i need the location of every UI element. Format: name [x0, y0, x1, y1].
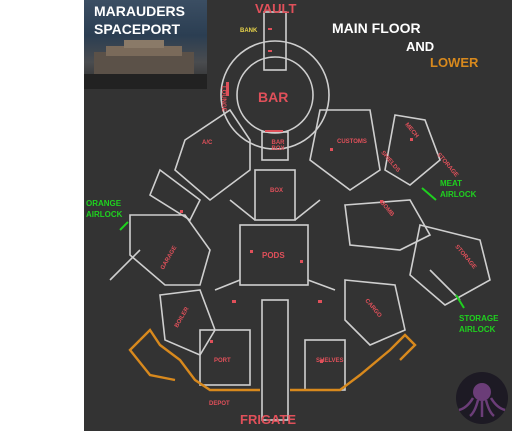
depot-label: DEPOT [209, 401, 230, 407]
frigate-corridor [261, 299, 289, 421]
storage-airlock-label-1: STORAGE [459, 314, 499, 323]
garage-room [129, 214, 211, 286]
vault-label: VAULT [255, 1, 297, 16]
bar-ring-inner [236, 56, 314, 134]
lounge-label: LOUNGE [220, 86, 226, 112]
box-label: BOX [270, 188, 284, 194]
title-line-2: SPACEPORT [94, 21, 181, 37]
floor-plan [109, 11, 508, 424]
shelves-label: SHELVES [316, 358, 344, 364]
legend-lower: LOWER [430, 55, 479, 70]
meat-airlock-label-2: AIRLOCK [440, 190, 477, 199]
lower-floor-route [128, 328, 417, 392]
pods-room [239, 224, 309, 286]
customs-room [309, 109, 381, 191]
orange-airlock-label-1: ORANGE [86, 199, 122, 208]
storage-right-room [409, 224, 491, 306]
airlock-markers [119, 187, 465, 309]
ac-corridor [149, 168, 202, 222]
box-room [254, 169, 296, 221]
legend-main: MAIN FLOOR [332, 20, 421, 36]
mech-room [384, 114, 441, 186]
orange-airlock-label-2: AIRLOCK [86, 210, 123, 219]
port-room [199, 329, 251, 386]
boiler-room [159, 289, 216, 357]
port-label: PORT [214, 358, 231, 364]
title-line-1: MARAUDERS [94, 3, 185, 19]
bank-label: BANK [240, 28, 258, 34]
ac-room [174, 108, 251, 202]
octopus-icon [456, 372, 508, 424]
cargo-room [344, 279, 406, 346]
bar-box-label: BAR BOX [271, 140, 285, 152]
pods-label: PODS [262, 251, 285, 260]
door-markers [180, 28, 413, 363]
frigate-label: FRIGATE [240, 412, 297, 427]
ac-label: A/C [202, 140, 213, 146]
vault-corridor [263, 11, 287, 71]
shelves-room [304, 339, 346, 391]
customs-label: CUSTOMS [337, 139, 367, 145]
meat-airlock-label-1: MEAT [440, 179, 463, 188]
storage-airlock-label-2: AIRLOCK [459, 325, 496, 334]
bar-ring-outer [220, 40, 330, 150]
legend-and: AND [406, 39, 435, 54]
bomb-room [344, 199, 432, 251]
spaceport-photo [84, 0, 207, 89]
bar-label: BAR [258, 89, 289, 105]
